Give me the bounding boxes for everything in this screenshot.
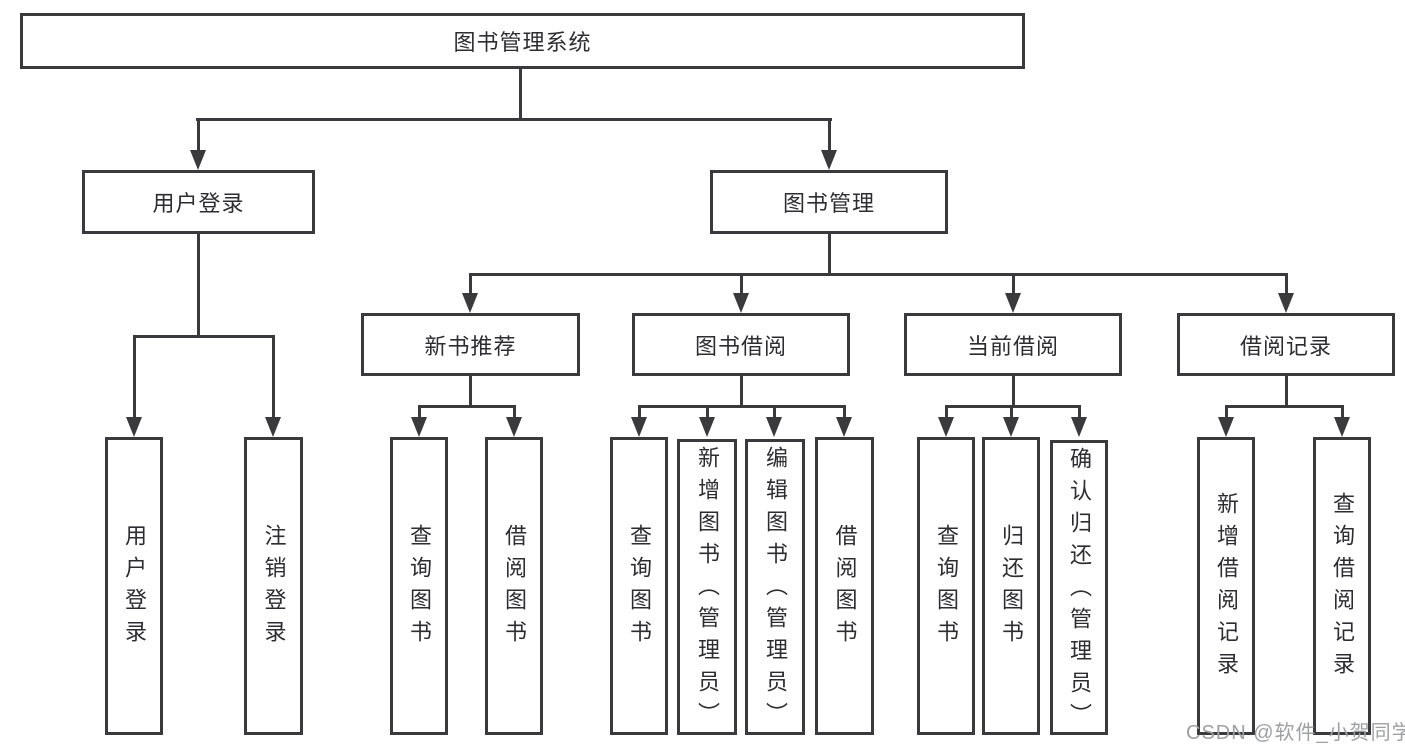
- connector-line: [469, 273, 1288, 276]
- connector-line: [740, 376, 743, 407]
- connector-line: [945, 405, 1081, 408]
- connector-line: [945, 405, 948, 419]
- arrowhead-icon: [1218, 417, 1234, 437]
- connector-line: [638, 405, 846, 408]
- connector-line: [1012, 376, 1015, 407]
- connector-line: [197, 233, 200, 337]
- arrowhead-icon: [821, 150, 837, 170]
- leaf-borrow-book: 借阅图书: [815, 437, 874, 735]
- arrowhead-icon: [1278, 293, 1294, 313]
- connector-line: [197, 118, 200, 152]
- arrowhead-icon: [1071, 417, 1087, 437]
- arrowhead-icon: [190, 150, 206, 170]
- arrowhead-icon: [411, 417, 427, 437]
- connector-line: [1225, 405, 1344, 408]
- node-label: 新增借阅记录: [1214, 492, 1239, 684]
- node-new-book-recommend: 新书推荐: [361, 313, 580, 376]
- node-label: 图书管理: [782, 191, 875, 216]
- connector-line: [418, 405, 515, 408]
- node-user-login-branch: 用户登录: [82, 170, 315, 234]
- node-book-borrow: 图书借阅: [632, 313, 850, 376]
- arrowhead-icon: [631, 417, 647, 437]
- connector-line: [1012, 273, 1015, 295]
- connector-line: [1225, 405, 1228, 419]
- node-root-system: 图书管理系统: [20, 13, 1025, 69]
- node-label: 查询图书: [627, 524, 652, 652]
- arrowhead-icon: [126, 417, 142, 437]
- node-label: 新增图书（管理员）: [695, 446, 720, 734]
- leaf-return-book: 归还图书: [982, 437, 1040, 735]
- connector-line: [469, 376, 472, 407]
- node-borrow-record: 借阅记录: [1177, 313, 1395, 376]
- connector-line: [740, 273, 743, 295]
- connector-line: [773, 405, 776, 419]
- node-label: 新书推荐: [424, 333, 517, 359]
- node-label: 图书管理系统: [453, 30, 592, 55]
- arrowhead-icon: [733, 293, 749, 313]
- node-label: 编辑图书（管理员）: [763, 446, 788, 734]
- connector-line: [828, 118, 831, 152]
- arrowhead-icon: [766, 417, 782, 437]
- leaf-query-borrow-record: 查询借阅记录: [1313, 437, 1371, 735]
- node-label: 归还图书: [999, 524, 1024, 652]
- connector-line: [1078, 405, 1081, 419]
- connector-line: [638, 405, 641, 419]
- connector-line: [828, 233, 831, 275]
- connector-line: [843, 405, 846, 419]
- connector-line: [469, 273, 472, 295]
- leaf-logout: 注销登录: [244, 437, 303, 735]
- node-label: 注销登录: [261, 524, 287, 652]
- node-book-management-branch: 图书管理: [710, 170, 948, 234]
- connector-line: [272, 335, 275, 419]
- arrowhead-icon: [506, 417, 522, 437]
- arrowhead-icon: [836, 417, 852, 437]
- connector-line: [1341, 405, 1344, 419]
- connector-line: [196, 118, 832, 121]
- node-label: 查询图书: [407, 524, 432, 652]
- node-label: 借阅图书: [832, 524, 858, 652]
- connector-line: [513, 405, 516, 419]
- arrowhead-icon: [699, 417, 715, 437]
- node-label: 当前借阅: [966, 333, 1059, 359]
- node-label: 用户登录: [122, 524, 147, 652]
- leaf-recommend-query-book: 查询图书: [390, 437, 448, 735]
- node-label: 借阅记录: [1239, 333, 1332, 359]
- node-label: 查询图书: [934, 524, 959, 652]
- arrowhead-icon: [938, 417, 954, 437]
- connector-line: [133, 335, 136, 419]
- leaf-current-query-book: 查询图书: [917, 437, 975, 735]
- node-label: 图书借阅: [694, 333, 787, 359]
- node-label: 用户登录: [152, 191, 245, 216]
- csdn-watermark: CSDN @软件_小贺同学: [1186, 722, 1405, 744]
- connector-line: [133, 335, 275, 338]
- connector-line: [1010, 405, 1013, 419]
- leaf-edit-book-admin: 编辑图书（管理员）: [745, 439, 805, 735]
- connector-line: [1285, 273, 1288, 295]
- node-current-borrow: 当前借阅: [904, 313, 1122, 376]
- node-label: 查询借阅记录: [1330, 492, 1355, 684]
- arrowhead-icon: [1003, 417, 1019, 437]
- leaf-recommend-borrow-book: 借阅图书: [485, 437, 543, 735]
- arrowhead-icon: [1005, 293, 1021, 313]
- leaf-add-book-admin: 新增图书（管理员）: [677, 439, 737, 735]
- node-label: 借阅图书: [502, 524, 527, 652]
- arrowhead-icon: [1334, 417, 1350, 437]
- leaf-add-borrow-record: 新增借阅记录: [1197, 437, 1255, 735]
- leaf-confirm-return-admin: 确认归还（管理员）: [1050, 440, 1108, 735]
- leaf-borrow-query-book: 查询图书: [610, 437, 668, 735]
- node-label: 确认归还（管理员）: [1067, 447, 1092, 735]
- connector-line: [519, 68, 522, 120]
- connector-line: [418, 405, 421, 419]
- arrowhead-icon: [265, 417, 281, 437]
- leaf-user-login: 用户登录: [105, 437, 163, 735]
- connector-line: [706, 405, 709, 419]
- arrowhead-icon: [462, 293, 478, 313]
- connector-line: [1285, 376, 1288, 407]
